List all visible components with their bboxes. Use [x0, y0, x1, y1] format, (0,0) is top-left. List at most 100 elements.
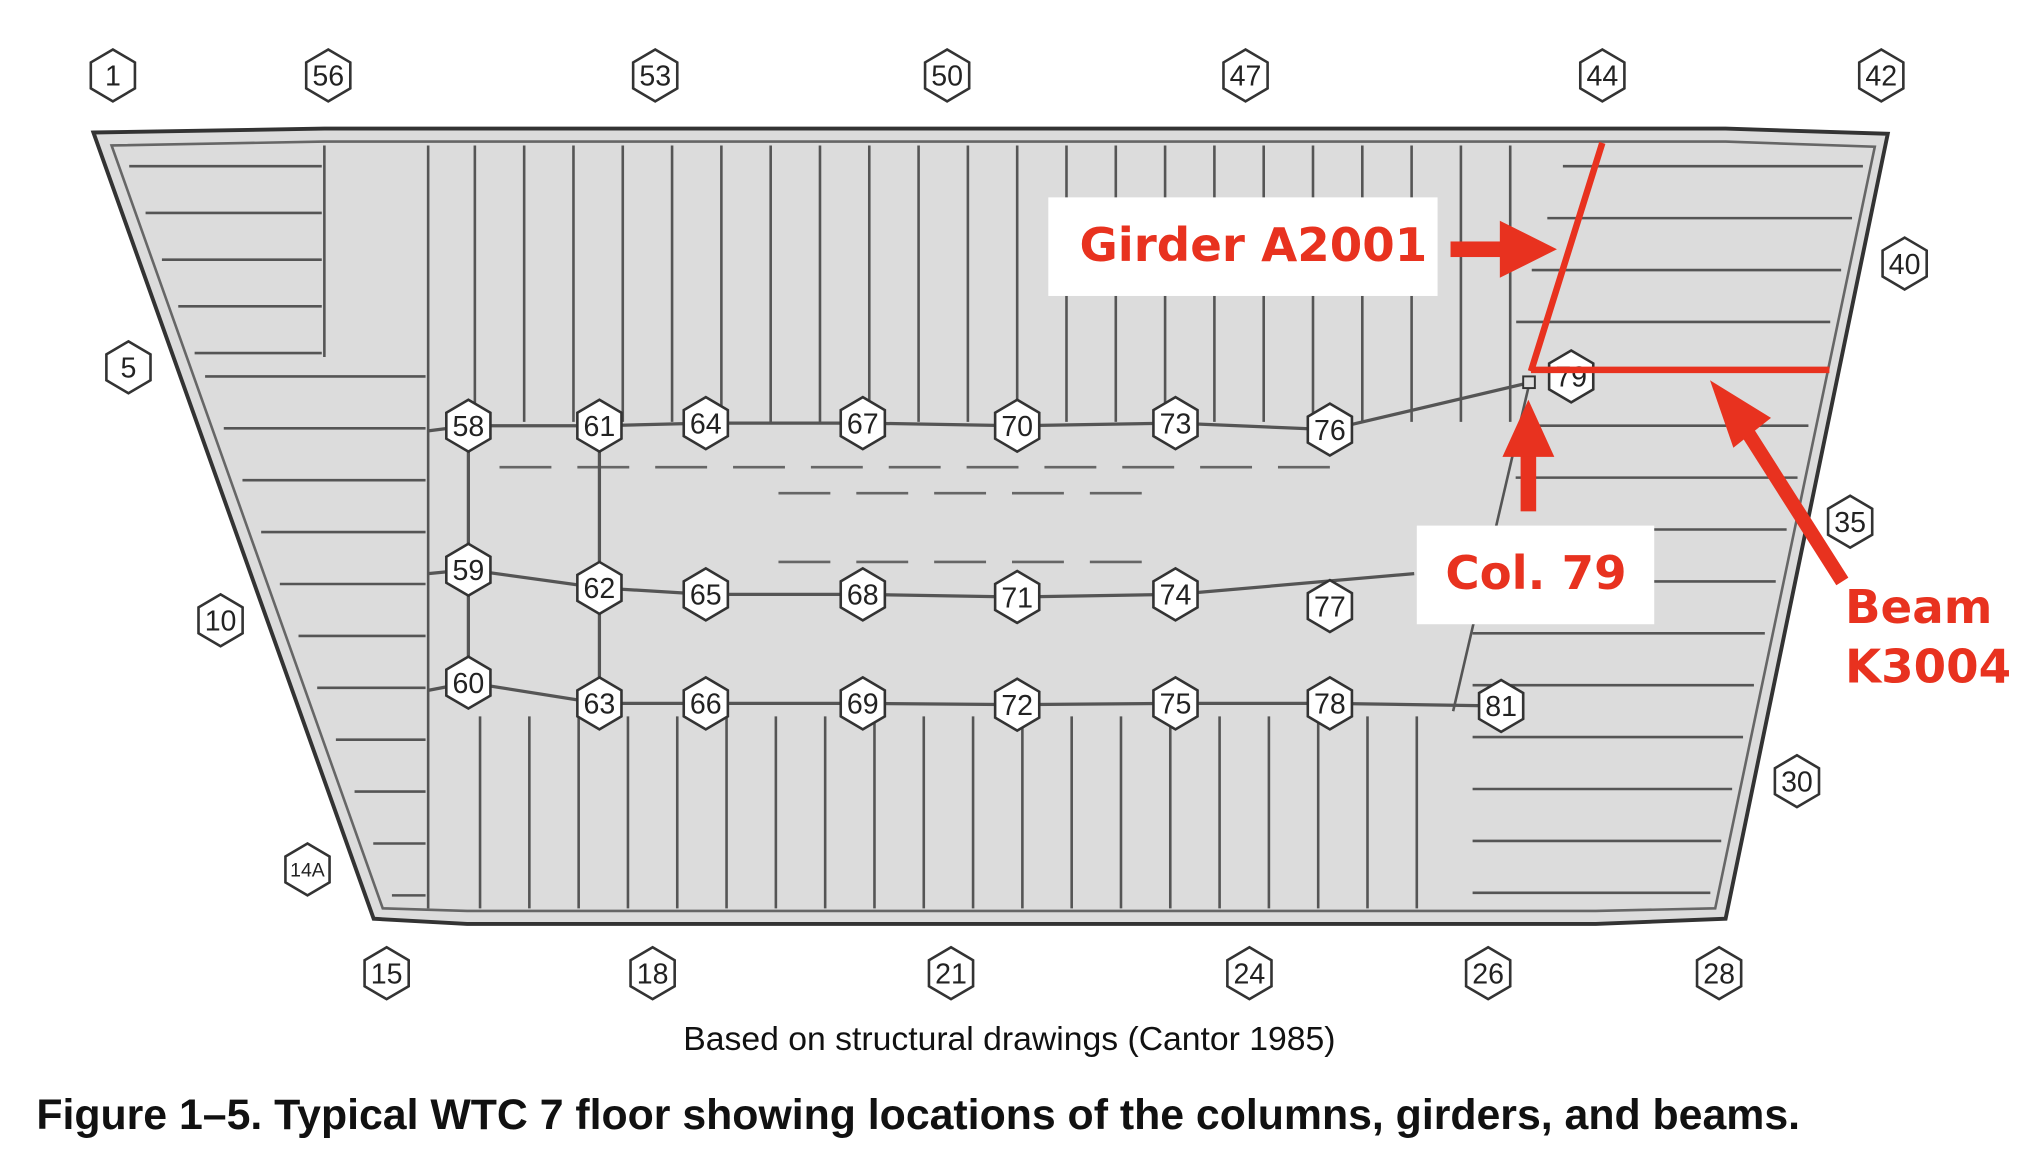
column-label: Col. 79 [1445, 547, 1626, 601]
column-label: 5 [121, 353, 137, 385]
column-label: 73 [1160, 408, 1192, 440]
column-label: 62 [584, 573, 616, 605]
column-label: 75 [1160, 689, 1192, 721]
column-marker-21: 21 [927, 945, 975, 1001]
column-label: 44 [1586, 61, 1618, 93]
column-label: 67 [847, 408, 879, 440]
hexagon-icon [1881, 236, 1928, 291]
girder-arrow-icon [1450, 220, 1557, 278]
column-label: 76 [1314, 415, 1346, 447]
column-marker-56: 56 [304, 47, 352, 103]
column-marker-5: 5 [105, 339, 152, 395]
column-label: 18 [637, 959, 669, 991]
column-79-marker [1522, 375, 1536, 390]
hexagon-icon [993, 398, 1041, 454]
column-marker-78: 78 [1306, 675, 1354, 731]
girder-label-box [1048, 197, 1438, 296]
girder-label: Girder A2001 [1079, 219, 1427, 273]
hexagon-icon [631, 47, 679, 103]
column-label: 64 [690, 408, 722, 440]
column-label: 61 [584, 411, 616, 443]
hexagon-icon [576, 398, 623, 454]
hexagon-icon [284, 841, 331, 897]
column-marker-79: 79 [1547, 348, 1595, 404]
column-marker-44: 44 [1578, 47, 1626, 103]
column-label: 21 [935, 959, 967, 991]
girder-line [1175, 572, 1415, 596]
column-label: 53 [639, 61, 671, 93]
beam-arrow-icon [1710, 380, 1849, 586]
column-label: 56 [312, 61, 344, 93]
girder-line [1017, 592, 1176, 599]
column-marker-58: 58 [445, 398, 492, 454]
hexagon-icon [839, 395, 887, 451]
column-marker-75: 75 [1152, 675, 1199, 731]
column-marker-63: 63 [576, 675, 623, 731]
girder-a2001-highlight [1527, 141, 1606, 373]
column-label: 74 [1160, 580, 1192, 612]
column-label: 71 [1001, 582, 1033, 614]
girder-line [1329, 381, 1529, 432]
column-marker-30: 30 [1773, 753, 1821, 809]
column-marker-18: 18 [629, 945, 676, 1001]
column-label: 1 [105, 61, 121, 93]
column-label: 81 [1485, 691, 1517, 723]
hexagon-icon [839, 675, 887, 731]
floor-inner-edge [109, 140, 1877, 913]
column-label: 66 [690, 689, 722, 721]
column-marker-50: 50 [923, 47, 971, 103]
hexagon-icon [1826, 494, 1874, 550]
beams-layer [129, 145, 1863, 909]
column-marker-65: 65 [682, 566, 730, 622]
column-label: 30 [1781, 767, 1813, 799]
floor-outline [90, 126, 1891, 926]
column-label: 63 [584, 689, 616, 721]
girder-line [862, 701, 1018, 707]
column-label: 26 [1472, 959, 1504, 991]
column-label-box [1416, 525, 1655, 625]
hexagon-icon [1306, 675, 1354, 731]
beam-label-line1: Beam [1845, 581, 1992, 635]
annotations-layer: Girder A2001 Col. 79 Beam K3004 [1048, 141, 2011, 695]
hexagon-icon [993, 569, 1041, 625]
column-label: 58 [452, 411, 484, 443]
column-marker-53: 53 [631, 47, 679, 103]
column-label: 14A [290, 860, 325, 882]
column-marker-68: 68 [839, 566, 887, 622]
column-label: 60 [452, 668, 484, 700]
girder-line [1017, 421, 1176, 428]
column-arrow-icon [1502, 399, 1555, 512]
column-marker-28: 28 [1695, 945, 1743, 1001]
column-marker-73: 73 [1152, 395, 1199, 451]
column-label: 79 [1555, 362, 1587, 394]
hexagon-icon [682, 395, 730, 451]
column-marker-10: 10 [197, 592, 244, 648]
column-label: 50 [931, 61, 963, 93]
column-marker-81: 81 [1477, 678, 1525, 734]
beam-label-line2: K3004 [1845, 641, 2011, 695]
floor-slab [90, 126, 1891, 926]
girder-line [862, 592, 1018, 599]
column-marker-60: 60 [445, 655, 492, 711]
column-label: 24 [1234, 959, 1266, 991]
girder-line [1017, 701, 1176, 707]
hexagon-icon [1773, 753, 1821, 809]
column-marker-71: 71 [993, 569, 1041, 625]
column-marker-77: 77 [1306, 578, 1354, 634]
column-label: 69 [847, 689, 879, 721]
column-label: 77 [1314, 591, 1346, 623]
column-label: 40 [1889, 249, 1921, 281]
hexagon-icon [1547, 348, 1595, 404]
column-marker-69: 69 [839, 675, 887, 731]
hexagon-icon [363, 945, 410, 1001]
hexagon-icon [445, 655, 492, 711]
hexagon-icon [576, 560, 623, 616]
figure-caption: Figure 1–5. Typical WTC 7 floor showing … [36, 1091, 1800, 1139]
column-marker-59: 59 [445, 542, 492, 598]
column-marker-64: 64 [682, 395, 730, 451]
column-marker-15: 15 [363, 945, 410, 1001]
column-label: 78 [1314, 689, 1346, 721]
column-marker-1: 1 [89, 47, 137, 103]
